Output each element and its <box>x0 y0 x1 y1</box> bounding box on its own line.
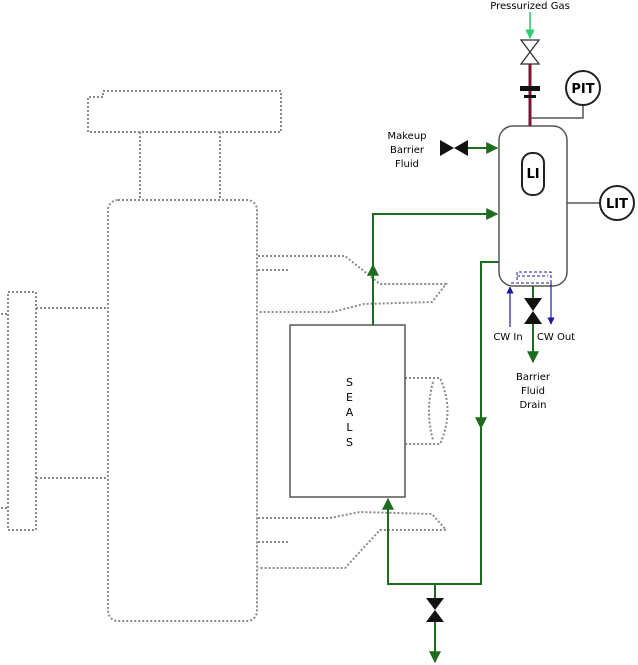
pit-instrument: PIT <box>565 70 601 106</box>
makeup-label-line1: Makeup <box>387 131 426 142</box>
pit-label: PIT <box>571 82 594 97</box>
gas-supply-line <box>519 12 584 126</box>
pressurized-gas-label: Pressurized Gas <box>490 1 570 12</box>
cooling-coil <box>506 271 555 327</box>
reservoir-drain-valve-icon <box>524 298 542 324</box>
cw-out-label: CW Out <box>537 332 575 343</box>
regulator-icon <box>520 86 540 91</box>
drain-label-line1: Barrier <box>516 372 551 383</box>
makeup-label-line3: Fluid <box>395 159 419 170</box>
makeup-label-line2: Barrier <box>390 145 425 156</box>
lit-instrument: LIT <box>567 185 635 221</box>
gas-valve-icon <box>519 39 541 65</box>
makeup-valve-icon <box>440 140 468 156</box>
li-indicator: LI <box>521 152 545 196</box>
barrier-circuit <box>367 208 542 664</box>
makeup-line <box>440 140 499 156</box>
lit-label: LIT <box>606 197 628 212</box>
cw-in-label: CW In <box>493 332 522 343</box>
reservoir-vessel <box>498 125 568 287</box>
drain-label-line3: Drain <box>519 400 546 411</box>
bottom-drain-valve-icon <box>426 598 444 622</box>
pump-outline <box>1 90 449 622</box>
li-label: LI <box>526 167 539 182</box>
drain-label-line2: Fluid <box>521 386 545 397</box>
